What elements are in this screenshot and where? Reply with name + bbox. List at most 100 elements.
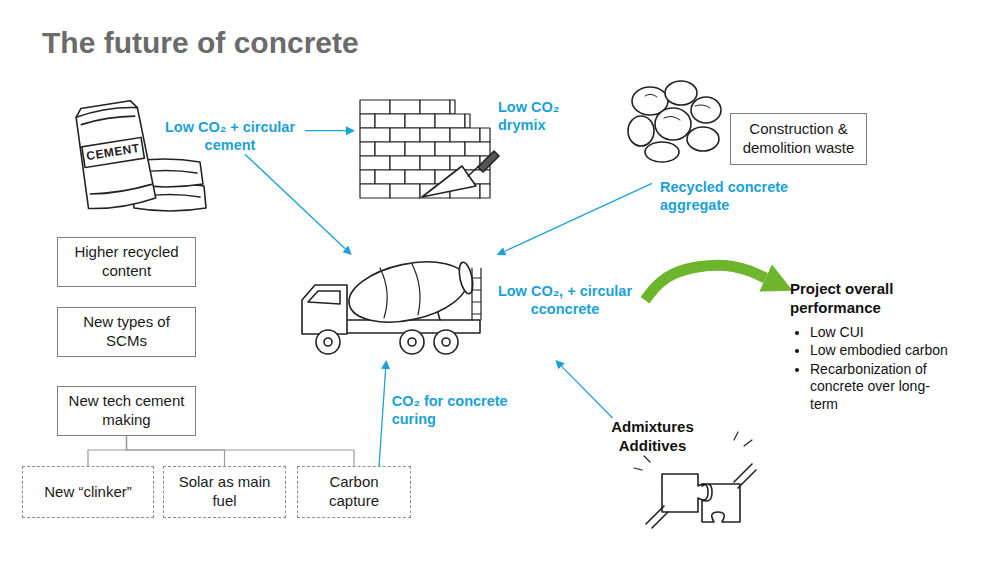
option-box: Carbon capture: [297, 466, 411, 518]
rock: [655, 108, 691, 140]
bullet-item: Recarbonization of concrete over long-te…: [810, 361, 950, 414]
rock: [645, 142, 679, 162]
brick: [390, 184, 420, 198]
brick: [420, 128, 450, 142]
brick: [405, 114, 435, 128]
truck-window: [308, 291, 340, 304]
bullet-item: Low embodied carbon: [810, 342, 950, 360]
flow-arrow: [245, 154, 345, 249]
input-label: Admixtures Additives: [600, 418, 705, 456]
flow-label: Low CO₂, + circular cconcrete: [486, 282, 644, 318]
brick: [420, 156, 450, 170]
bullet-list: Low CUILow embodied carbonRecarbonizatio…: [790, 324, 950, 414]
mixer-drum: [343, 252, 472, 332]
trowel-handle: [478, 151, 499, 172]
brick: [390, 128, 420, 142]
brick: [360, 156, 390, 170]
bullet-item: Low CUI: [810, 324, 950, 342]
hand: [646, 464, 756, 528]
node-text: Carbon capture: [306, 473, 402, 511]
brick: [405, 142, 435, 156]
drymix-group: Low CO₂ drymix: [355, 95, 570, 205]
option-box: New “clinker”: [22, 466, 154, 518]
rock: [691, 97, 721, 123]
brick: [360, 184, 390, 198]
node-text: Higher recycled content: [66, 243, 187, 281]
rock: [665, 81, 697, 105]
tree-connector: [127, 436, 225, 466]
flow-label: Recycled concrete aggregate: [652, 178, 817, 214]
tree-connector: [127, 436, 355, 466]
wheel: [316, 330, 340, 354]
wheel-hub: [324, 338, 332, 346]
admixtures-group: Admixtures Additives: [600, 418, 705, 456]
truck-ladder: [472, 268, 481, 320]
brick: [360, 142, 375, 156]
brick: [360, 114, 375, 128]
node-text: New tech cement making: [66, 392, 187, 430]
brick: [435, 142, 465, 156]
brick: [465, 114, 470, 128]
brick: [405, 170, 435, 184]
cement-group: CEMENTLow CO₂ + circular cement: [155, 118, 305, 154]
wheel: [434, 330, 458, 354]
bag-fold: [81, 114, 135, 124]
brick: [420, 100, 450, 114]
brick: [450, 128, 480, 142]
page-title: The future of concrete: [42, 26, 359, 60]
wheel-hub: [408, 338, 416, 346]
rock-shading: [645, 94, 710, 120]
bag-label-band: [82, 137, 145, 167]
bag-fold: [90, 184, 152, 196]
trowel-blade: [422, 166, 476, 197]
brick: [450, 100, 455, 114]
panel-heading: Project overall performance: [790, 280, 950, 318]
brick: [435, 114, 465, 128]
brick: [360, 170, 375, 184]
brick: [375, 142, 405, 156]
outcome-arrow: [645, 265, 766, 300]
brick: [465, 142, 490, 156]
option-box: Solar as main fuel: [163, 466, 286, 518]
puzzle-piece: [662, 474, 708, 512]
performance-panel: Project overall performanceLow CUILow em…: [790, 280, 950, 414]
process-box: New types of SCMs: [57, 307, 196, 357]
rock: [628, 116, 654, 146]
brick: [480, 184, 490, 198]
drum-stripe: [380, 264, 420, 318]
flow-arrow: [505, 183, 652, 251]
cement-bag: [74, 104, 156, 211]
process-box: Higher recycled content: [57, 237, 196, 287]
flow-label: Low CO₂ + circular cement: [155, 118, 305, 154]
brick: [375, 114, 405, 128]
cement-bag-front: [73, 99, 156, 211]
node-text: Construction & demolition waste: [739, 120, 858, 158]
flow-arrow: [379, 369, 386, 466]
wheel: [400, 330, 424, 354]
wheel-hub: [442, 338, 450, 346]
aggregate-group: Recycled concrete aggregate: [652, 178, 817, 214]
brick-wall: [360, 100, 490, 198]
bag-fold: [75, 100, 137, 118]
node-text: New “clinker”: [44, 483, 132, 502]
concrete-truck-group: Low CO₂, + circular cconcrete: [300, 255, 645, 360]
truck-cab: [302, 285, 347, 334]
edge-label: CO₂ for concrete curing: [390, 391, 529, 429]
node-text: Solar as main fuel: [172, 473, 277, 511]
flow-arrow: [562, 366, 613, 418]
puzzle-piece: [702, 484, 740, 522]
process-box: Construction & demolition waste: [730, 113, 867, 165]
brick: [375, 170, 405, 184]
brick: [480, 128, 490, 142]
rock: [687, 127, 719, 151]
brick: [360, 128, 390, 142]
brick: [360, 100, 390, 114]
brick: [390, 156, 420, 170]
tree-connector: [88, 436, 127, 466]
brick: [390, 100, 420, 114]
brick: [450, 156, 480, 170]
flow-arrow: [305, 130, 346, 131]
flow-label: Low CO₂ drymix: [498, 98, 570, 134]
node-text: New types of SCMs: [66, 313, 187, 351]
